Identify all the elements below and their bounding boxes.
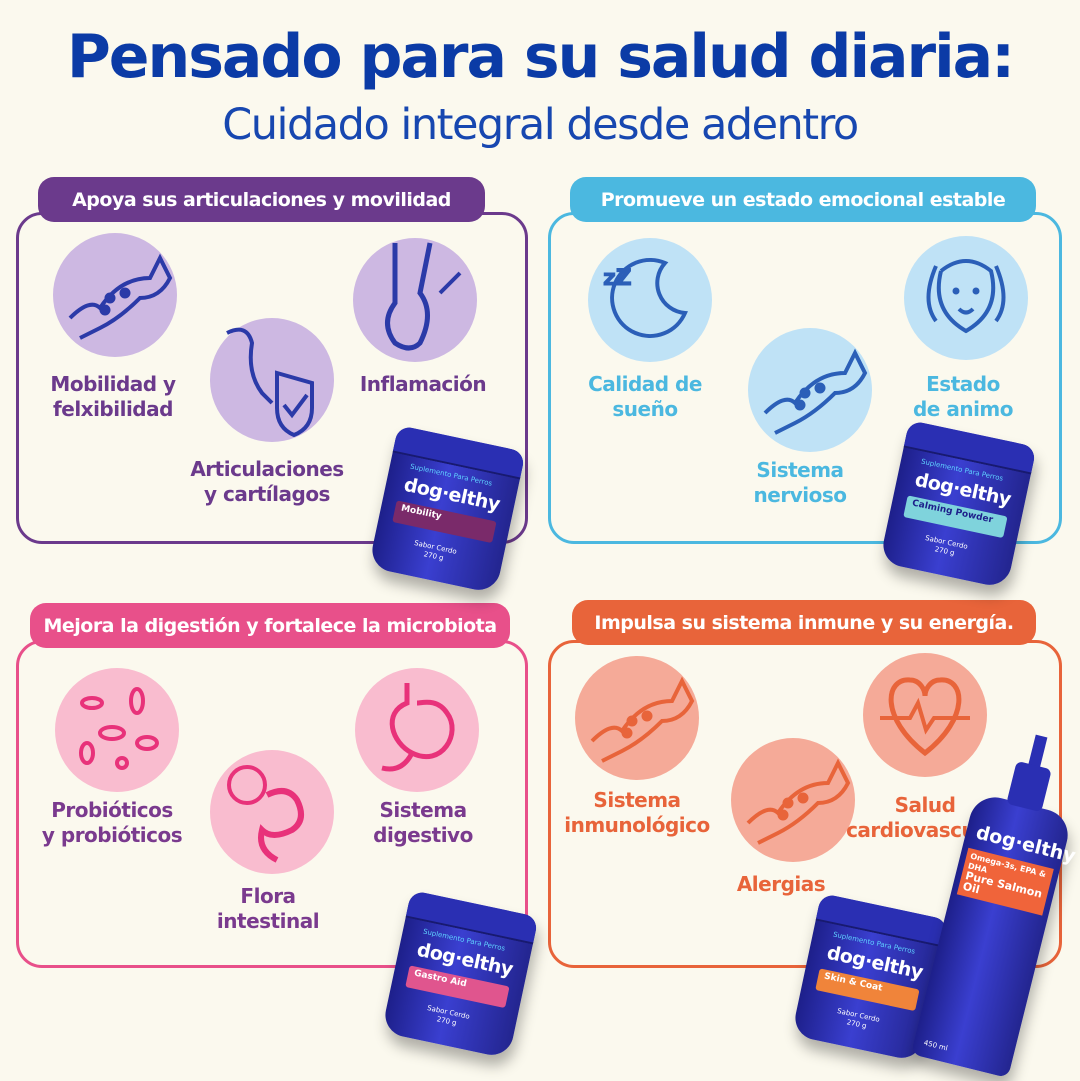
benefit-label: Sistema nervioso	[753, 458, 847, 507]
panel-title: Promueve un estado emocional estable	[570, 177, 1036, 222]
icon-circle	[904, 236, 1028, 360]
intestine-icon	[217, 755, 327, 869]
icon-circle	[748, 328, 872, 452]
icon-circle	[355, 668, 479, 792]
icon-circle	[863, 653, 987, 777]
stomach-icon	[362, 673, 472, 787]
icon-circle	[575, 656, 699, 780]
icon-circle	[55, 668, 179, 792]
benefit-label: Sistema digestivo	[373, 798, 473, 847]
benefit-label: Mobilidad y felxibilidad	[50, 372, 176, 421]
joint-icon	[360, 242, 470, 357]
benefit-label: Calidad de sueño	[588, 372, 702, 421]
moon-sleep-icon: zZ	[595, 243, 705, 357]
paw-shield-icon	[217, 323, 327, 438]
icon-circle: zZ	[588, 238, 712, 362]
icon-circle	[53, 233, 177, 357]
benefit-label: Flora intestinal	[216, 884, 320, 933]
icon-circle	[353, 238, 477, 362]
bacteria-icon	[62, 673, 172, 787]
page-title: Pensado para su salud diaria:	[66, 22, 1015, 92]
icon-circle	[731, 738, 855, 862]
icon-circle	[210, 750, 334, 874]
svg-text:zZ: zZ	[603, 266, 632, 291]
benefit-label: Alergias	[736, 872, 826, 896]
benefit-label: Probióticos y probióticos	[41, 798, 183, 847]
product-jar: Suplemento Para Perros dog·elthy Gastro …	[381, 890, 539, 1059]
panel-title: Impulsa su sistema inmune y su energía.	[572, 600, 1036, 645]
happy-dog-icon	[911, 241, 1021, 355]
product-jar: Suplemento Para Perros dog·elthy Mobilit…	[368, 425, 526, 594]
paw-allergy-icon	[738, 743, 851, 857]
benefit-label: Articulaciones y cartílagos	[190, 457, 344, 506]
benefit-label: Estado de animo	[912, 372, 1014, 421]
icon-circle	[210, 318, 334, 442]
benefit-label: Inflamación	[359, 372, 487, 396]
product-jar: Suplemento Para Perros dog·elthy Calming…	[879, 420, 1037, 589]
panel-title: Apoya sus articulaciones y movilidad	[38, 177, 485, 222]
dog-nerves-icon	[755, 333, 868, 447]
heart-pulse-icon	[870, 658, 980, 772]
volume: 450 ml	[922, 1038, 949, 1053]
benefit-label: Sistema inmunológico	[564, 788, 710, 837]
page-subtitle: Cuidado integral desde adentro	[222, 100, 859, 150]
panel-title: Mejora la digestión y fortalece la micro…	[30, 603, 510, 648]
jumping-dog-icon	[60, 238, 173, 352]
dog-immune-icon	[582, 661, 695, 775]
